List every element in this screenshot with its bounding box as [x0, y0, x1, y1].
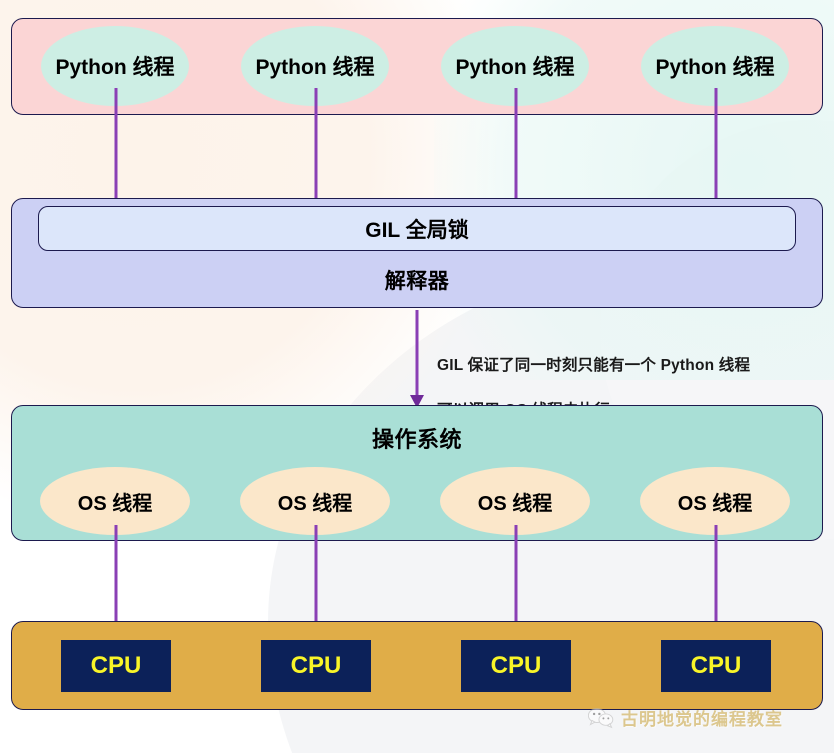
os-thread-ellipse-2[interactable]: OS 线程	[240, 467, 390, 535]
python-thread-label-3: Python 线程	[455, 56, 575, 79]
watermark-text: 古明地觉的编程教室	[621, 710, 783, 729]
python-thread-label-4: Python 线程	[655, 56, 775, 79]
gil-annotation-line-1: GIL 保证了同一时刻只能有一个 Python 线程	[437, 357, 751, 375]
cpu-core-1[interactable]: CPU	[61, 640, 171, 692]
cpu-core-label-1: CPU	[90, 652, 142, 679]
os-thread-label-1: OS 线程	[77, 492, 153, 515]
python-thread-label-1: Python 线程	[55, 56, 175, 79]
arrow-interpreter-to-os	[410, 310, 424, 408]
os-thread-ellipse-4[interactable]: OS 线程	[640, 467, 790, 535]
os-thread-label-4: OS 线程	[677, 492, 753, 515]
arrow-python-thread-2-to-gil	[309, 88, 323, 216]
arrow-python-thread-1-to-gil	[109, 88, 123, 216]
cpu-core-label-2: CPU	[290, 652, 342, 679]
gil-global-lock-box[interactable]: GIL 全局锁	[38, 206, 796, 251]
python-thread-label-2: Python 线程	[255, 56, 375, 79]
operating-system-label: 操作系统	[371, 427, 462, 452]
arrow-python-thread-3-to-gil	[509, 88, 523, 216]
watermark: 古明地觉的编程教室	[588, 705, 783, 730]
cpu-core-label-4: CPU	[690, 652, 742, 679]
os-thread-ellipse-3[interactable]: OS 线程	[440, 467, 590, 535]
interpreter-label: 解释器	[384, 270, 450, 293]
arrow-python-thread-4-to-gil	[709, 88, 723, 216]
os-thread-label-2: OS 线程	[277, 492, 353, 515]
gil-label: GIL 全局锁	[365, 218, 469, 242]
cpu-core-3[interactable]: CPU	[461, 640, 571, 692]
wechat-icon	[588, 707, 614, 729]
cpu-core-4[interactable]: CPU	[661, 640, 771, 692]
os-thread-label-3: OS 线程	[477, 492, 553, 515]
os-thread-ellipse-1[interactable]: OS 线程	[40, 467, 190, 535]
cpu-core-label-3: CPU	[490, 652, 542, 679]
cpu-core-2[interactable]: CPU	[261, 640, 371, 692]
